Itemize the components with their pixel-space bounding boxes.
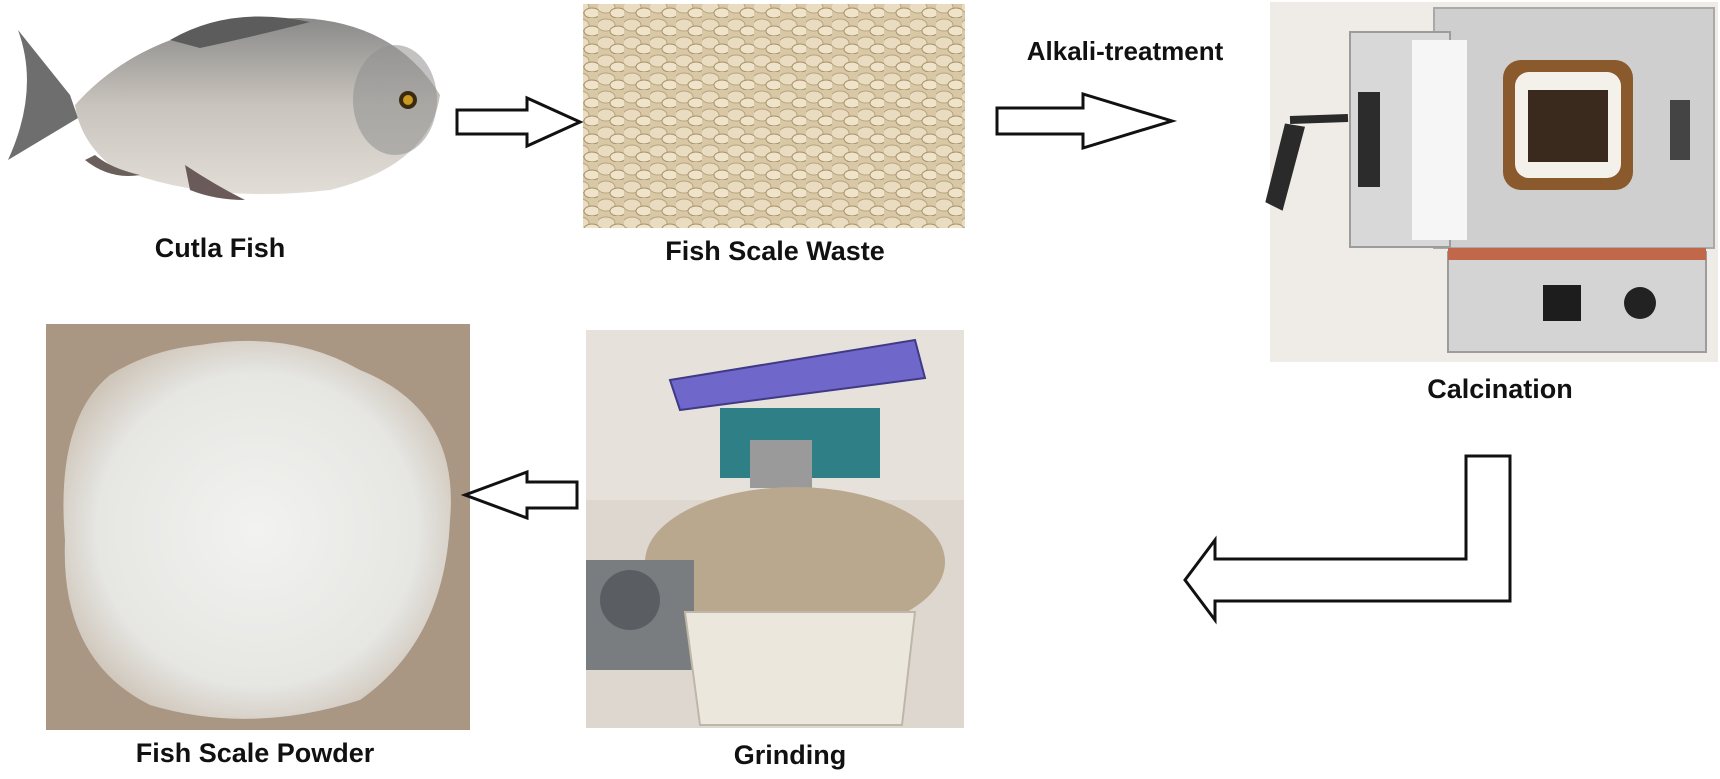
- step-label: Grinding: [733, 740, 847, 770]
- arrow-left: [460, 469, 579, 521]
- arrow-bent: [1183, 454, 1512, 625]
- step-label: Fish Scale Powder: [135, 738, 375, 768]
- cutla-fish-image: [8, 16, 440, 200]
- arrow-right-2: [995, 91, 1178, 151]
- grinding-image: [586, 330, 964, 728]
- step-label: Calcination: [1427, 374, 1573, 404]
- step-label: Fish Scale Waste: [665, 236, 885, 266]
- step-label: Cutla Fish: [154, 233, 286, 263]
- calcination-image: [1265, 2, 1718, 362]
- arrow-right-1: [455, 95, 584, 149]
- edge-label: Alkali-treatment: [1026, 36, 1224, 66]
- fish-scale-powder-image: [46, 324, 470, 730]
- fish-scale-waste-image: [583, 4, 965, 228]
